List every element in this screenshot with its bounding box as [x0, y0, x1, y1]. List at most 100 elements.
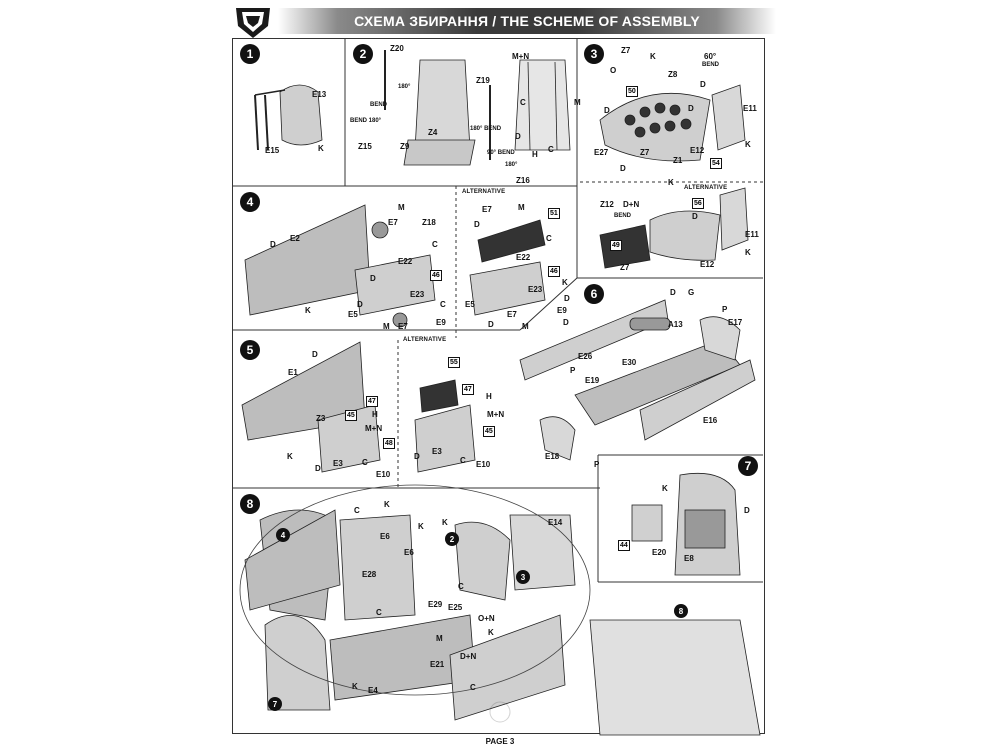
part-label: E17	[728, 318, 743, 327]
part-number-box: 47	[366, 396, 378, 407]
part-label: D	[414, 452, 420, 461]
part-label: BEND 180°	[350, 118, 382, 124]
part-label: E5	[348, 310, 358, 319]
part-label: E15	[265, 146, 280, 155]
part-label: E7	[388, 218, 398, 227]
part-label: Z1	[673, 156, 683, 165]
alternative-label-step4: ALTERNATIVE	[462, 189, 506, 195]
part-label: E12	[700, 260, 715, 269]
part-number-box: 46	[548, 266, 560, 277]
part-number-box: 45	[345, 410, 357, 421]
part-label: K	[488, 628, 494, 637]
part-label: E3	[333, 459, 343, 468]
part-label: 180° BEND	[470, 126, 502, 132]
part-label: D	[620, 164, 626, 173]
part-label: E11	[743, 104, 757, 113]
part-label: C	[362, 458, 368, 467]
step-6-number: 6	[584, 284, 604, 304]
part-label: C	[432, 240, 438, 249]
part-label: C	[440, 300, 446, 309]
part-label: D	[604, 106, 610, 115]
part-label: M	[518, 203, 525, 212]
part-label: E12	[690, 146, 705, 155]
part-label: E2	[290, 234, 300, 243]
part-label: D	[488, 320, 494, 329]
part-label: D+N	[460, 652, 477, 661]
part-label: K	[384, 500, 390, 509]
part-label: E1	[288, 368, 298, 377]
part-label: C	[470, 683, 476, 692]
sub-step-7-marker: 7	[268, 697, 282, 711]
part-label: A13	[668, 320, 683, 329]
part-label: E18	[545, 452, 560, 461]
step-2-number: 2	[353, 44, 373, 64]
part-number-box: 55	[448, 357, 460, 368]
part-label: 60°	[704, 52, 717, 61]
part-label: E8	[684, 554, 694, 563]
step-4-number: 4	[240, 192, 260, 212]
part-label: D	[474, 220, 480, 229]
part-number-box: 56	[692, 198, 704, 209]
part-label: Z7	[620, 263, 630, 272]
part-label: 90° BEND	[487, 150, 515, 156]
part-label: E14	[548, 518, 563, 527]
part-label: E10	[476, 460, 491, 469]
part-label: D	[515, 132, 521, 141]
part-label: E22	[516, 253, 531, 262]
part-label: Z4	[428, 128, 438, 137]
part-label: D	[564, 294, 570, 303]
part-label: E23	[528, 285, 543, 294]
step1-seat-drawing	[254, 84, 323, 151]
part-number-box: 46	[430, 270, 442, 281]
title-banner: СХЕМА ЗБИРАННЯ / THE SCHEME OF ASSEMBLY	[278, 8, 776, 34]
part-label: Z8	[668, 70, 678, 79]
part-number-box: 44	[618, 540, 630, 551]
step2-seat-drawing	[384, 50, 571, 166]
part-label: C	[520, 98, 526, 107]
part-label: D	[370, 274, 376, 283]
part-label: E6	[380, 532, 390, 541]
part-label: K	[650, 52, 656, 61]
part-label: M	[383, 322, 390, 331]
brand-logo	[236, 8, 270, 38]
part-label: G	[688, 288, 695, 297]
part-label: C	[548, 145, 554, 154]
part-label: E26	[578, 352, 593, 361]
part-label: E10	[376, 470, 391, 479]
part-label: E7	[398, 322, 408, 331]
step8-cockpit-drawing	[239, 484, 761, 736]
part-label: Z7	[640, 148, 650, 157]
part-number-box: 49	[610, 240, 622, 251]
alternative-label-step3: ALTERNATIVE	[684, 185, 728, 191]
part-label: K	[668, 178, 674, 187]
step6-floor-drawing	[519, 299, 756, 461]
part-label: P	[594, 460, 600, 469]
part-label: E22	[398, 257, 413, 266]
part-label: H	[532, 150, 538, 159]
part-label: E21	[430, 660, 445, 669]
part-label: P	[570, 366, 576, 375]
part-label: E16	[703, 416, 718, 425]
part-label: D	[692, 212, 698, 221]
part-label: C	[546, 234, 552, 243]
part-label: D	[357, 300, 363, 309]
part-label: K	[305, 306, 311, 315]
part-label: H	[372, 410, 378, 419]
part-label: Z18	[422, 218, 436, 227]
step7-bulkhead-drawing	[631, 472, 741, 576]
part-label: E30	[622, 358, 637, 367]
part-number-box: 45	[483, 426, 495, 437]
part-number-box: 54	[710, 158, 722, 169]
step-3-number: 3	[584, 44, 604, 64]
part-label: C	[376, 608, 382, 617]
part-label: D	[563, 318, 569, 327]
part-label: E3	[432, 447, 442, 456]
part-label: Z7	[621, 46, 631, 55]
part-label: E27	[594, 148, 609, 157]
part-label: K	[562, 278, 568, 287]
part-label: E6	[404, 548, 414, 557]
part-label: H	[486, 392, 492, 401]
part-label: E28	[362, 570, 377, 579]
part-label: BEND	[702, 62, 720, 68]
